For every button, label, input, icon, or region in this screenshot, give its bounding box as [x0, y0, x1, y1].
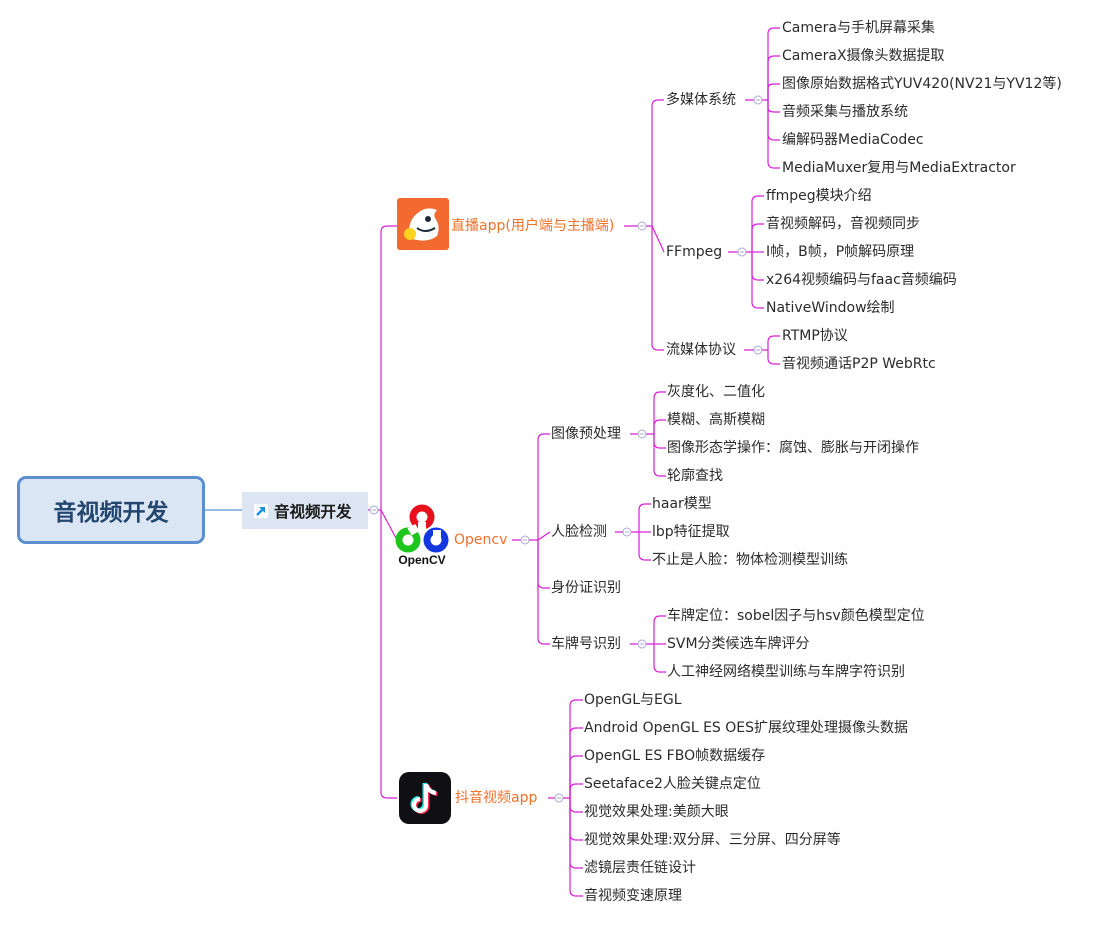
- node-multimedia[interactable]: 多媒体系统: [666, 92, 736, 108]
- branch-opencv[interactable]: Opencv: [454, 532, 508, 548]
- topic-node[interactable]: 音视频开发: [242, 492, 368, 529]
- leaf-item[interactable]: OpenGL与EGL: [584, 692, 682, 708]
- leaf-item[interactable]: RTMP协议: [782, 328, 848, 344]
- leaf-item[interactable]: 编解码器MediaCodec: [782, 132, 924, 148]
- leaf-item[interactable]: ffmpeg模块介绍: [766, 188, 872, 204]
- leaf-item[interactable]: 不止是人脸：物体检测模型训练: [652, 552, 848, 568]
- leaf-item[interactable]: 轮廓查找: [667, 468, 723, 484]
- tiktok-app-icon: [399, 772, 451, 824]
- leaf-item[interactable]: CameraX摄像头数据提取: [782, 48, 945, 64]
- root-node[interactable]: 音视频开发: [17, 476, 205, 544]
- leaf-item[interactable]: 视觉效果处理:美颜大眼: [584, 804, 729, 820]
- leaf-item[interactable]: MediaMuxer复用与MediaExtractor: [782, 160, 1016, 176]
- node-face-detect[interactable]: 人脸检测: [551, 524, 607, 540]
- root-label: 音视频开发: [53, 500, 169, 526]
- leaf-item[interactable]: 图像形态学操作：腐蚀、膨胀与开闭操作: [667, 440, 919, 456]
- leaf-item[interactable]: Camera与手机屏幕采集: [782, 20, 935, 36]
- leaf-item[interactable]: 图像原始数据格式YUV420(NV21与YV12等): [782, 76, 1062, 92]
- opencv-logo-text: OpenCV: [398, 553, 445, 567]
- node-id-card[interactable]: 身份证识别: [551, 580, 621, 596]
- leaf-item[interactable]: OpenGL ES FBO帧数据缓存: [584, 748, 766, 764]
- leaf-item[interactable]: 模糊、高斯模糊: [667, 412, 765, 428]
- leaf-item[interactable]: 灰度化、二值化: [667, 384, 765, 400]
- branch-tiktok-app[interactable]: 抖音视频app: [455, 790, 538, 806]
- leaf-item[interactable]: 音视频通话P2P WebRtc: [782, 356, 936, 372]
- arrow-link-icon: [254, 503, 268, 518]
- shark-app-icon: [397, 198, 449, 250]
- topic-label: 音视频开发: [274, 502, 352, 521]
- leaf-item[interactable]: 音视频解码，音视频同步: [766, 216, 920, 232]
- leaf-item[interactable]: haar模型: [652, 496, 712, 512]
- leaf-item[interactable]: 滤镜层责任链设计: [584, 860, 696, 876]
- leaf-item[interactable]: lbp特征提取: [652, 524, 730, 540]
- node-plate[interactable]: 车牌号识别: [551, 636, 621, 652]
- opencv-logo-icon: OpenCV: [395, 504, 449, 567]
- leaf-item[interactable]: 音频采集与播放系统: [782, 104, 908, 120]
- leaf-item[interactable]: NativeWindow绘制: [766, 300, 895, 316]
- leaf-item[interactable]: Seetaface2人脸关键点定位: [584, 776, 761, 792]
- leaf-item[interactable]: Android OpenGL ES OES扩展纹理处理摄像头数据: [584, 720, 909, 736]
- leaf-item[interactable]: 音视频变速原理: [584, 888, 682, 904]
- node-image-preprocess[interactable]: 图像预处理: [551, 426, 621, 442]
- node-ffmpeg[interactable]: FFmpeg: [666, 244, 723, 260]
- leaf-item[interactable]: x264视频编码与faac音频编码: [766, 272, 957, 288]
- leaf-item[interactable]: 视觉效果处理:双分屏、三分屏、四分屏等: [584, 832, 841, 848]
- leaf-item[interactable]: 人工神经网络模型训练与车牌字符识别: [667, 664, 905, 680]
- leaf-item[interactable]: SVM分类候选车牌评分: [667, 636, 810, 652]
- leaf-item[interactable]: I帧，B帧，P帧解码原理: [766, 244, 915, 260]
- leaf-item[interactable]: 车牌定位：sobel因子与hsv颜色模型定位: [667, 608, 925, 624]
- node-streaming[interactable]: 流媒体协议: [666, 342, 736, 358]
- branch-live-app[interactable]: 直播app(用户端与主播端): [451, 218, 615, 234]
